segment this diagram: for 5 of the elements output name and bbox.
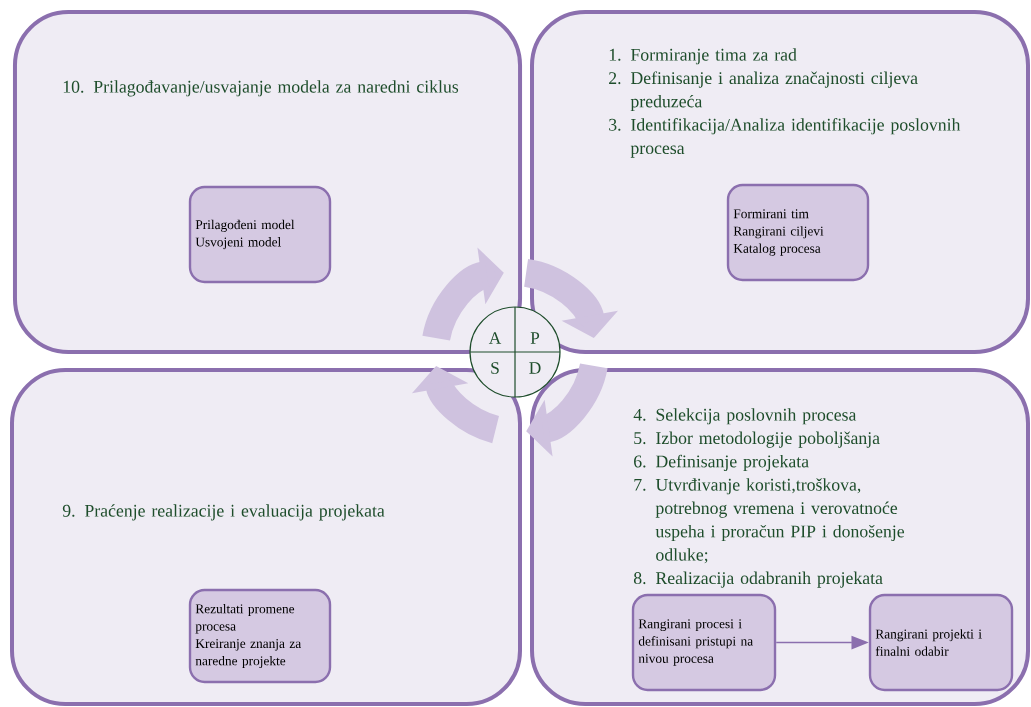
output-box: Formirani tim Rangirani ciljevi Katalog procesa [726,183,870,282]
output-box: Rezultati promene procesa Kreiranje znanja za naredne projekte [188,588,332,684]
output-box: Rangirani procesi i definisani pristupi na nivou procesa [631,593,777,692]
output-box: Prilagođeni model Usvojeni model [188,185,332,284]
output-box: Rangirani projekti i finalni odabir [868,593,1014,692]
